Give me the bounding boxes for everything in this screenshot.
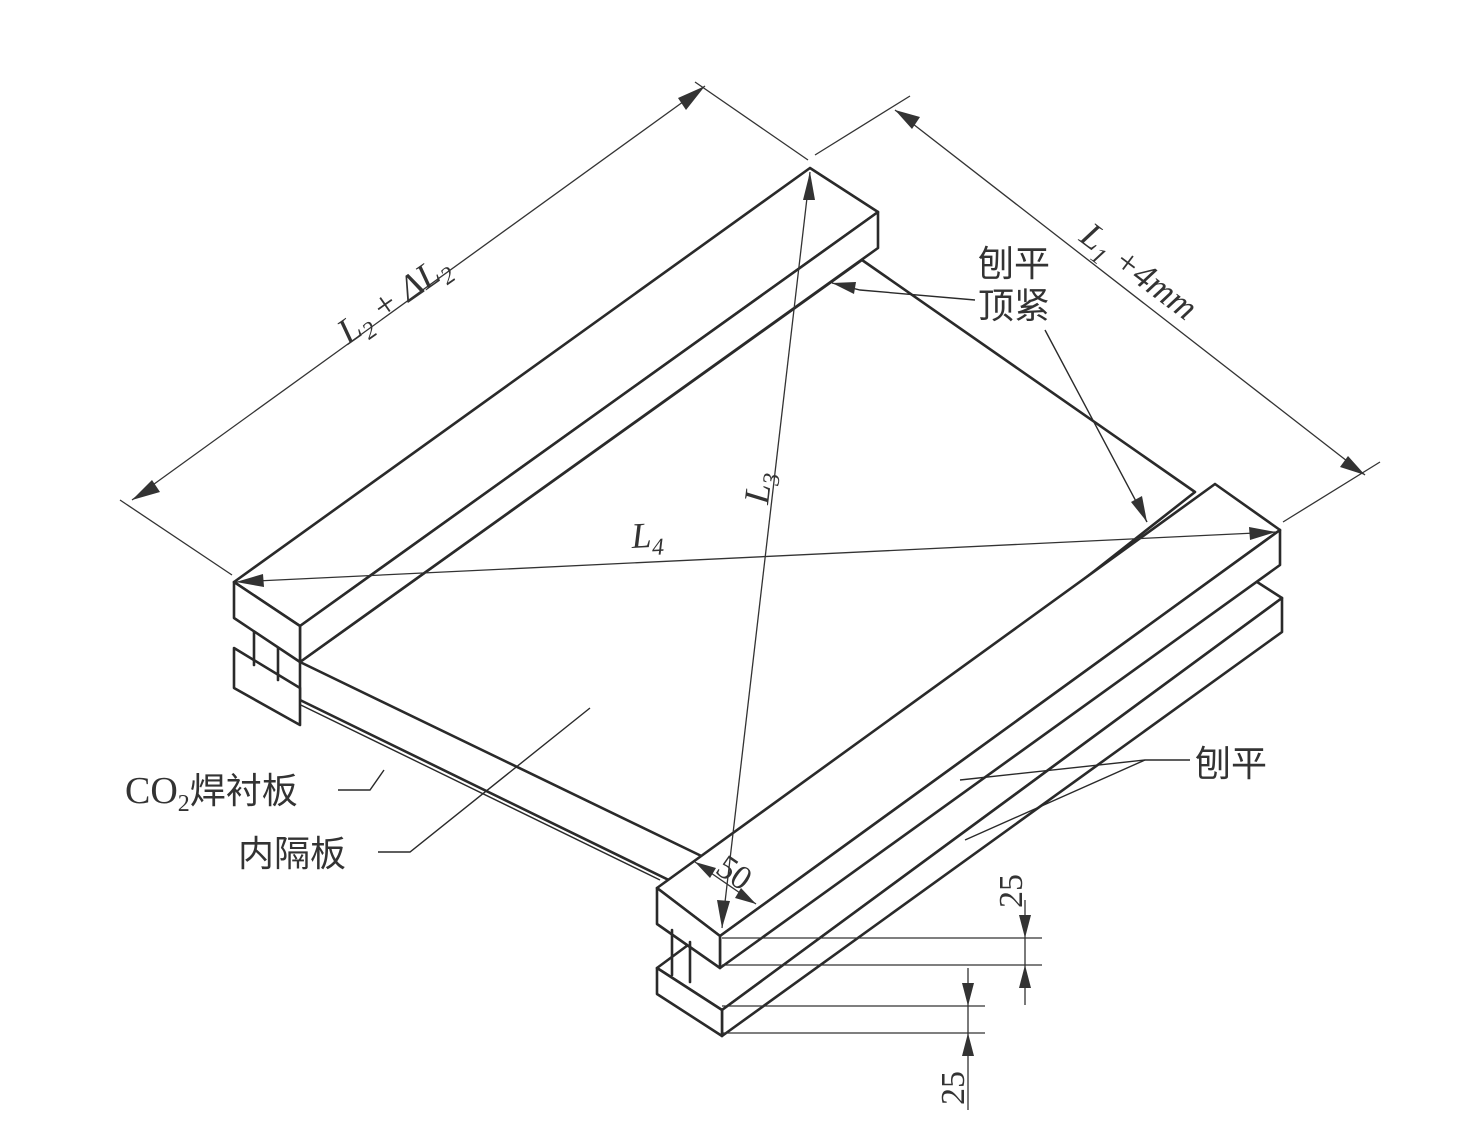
label-l1: L1 +4mm: [1069, 214, 1206, 333]
label-plane-top-tight-2: 顶紧: [978, 286, 1050, 327]
label-25-lower: 25: [935, 1071, 972, 1105]
svg-text:25: 25: [935, 1071, 972, 1105]
dimension-l1: [814, 95, 1381, 523]
label-l3: L3: [736, 469, 786, 507]
dimension-25: [722, 900, 1042, 1110]
svg-text:L1 +4mm: L1 +4mm: [1069, 214, 1206, 333]
label-l2: L2 + ΔL2: [329, 246, 461, 357]
dimension-l2: [119, 81, 809, 576]
leader-lines: [338, 282, 1190, 853]
label-co2-liner: CO2焊衬板: [125, 770, 298, 817]
dimension-50: [694, 861, 757, 905]
label-plane: 刨平: [1195, 744, 1267, 785]
front-beam: [655, 482, 1284, 1038]
label-plane-top-tight-1: 刨平: [978, 244, 1050, 285]
svg-text:L3: L3: [736, 469, 786, 507]
label-l4: L4: [629, 514, 664, 562]
label-inner-partition: 内隔板: [238, 834, 346, 875]
svg-text:L2 + ΔL2: L2 + ΔL2: [329, 246, 461, 357]
svg-text:L4: L4: [629, 514, 664, 562]
label-25-upper: 25: [993, 874, 1030, 908]
diagonal-dimensions: [235, 171, 1277, 929]
svg-text:25: 25: [993, 874, 1030, 908]
back-beam: [232, 166, 880, 727]
